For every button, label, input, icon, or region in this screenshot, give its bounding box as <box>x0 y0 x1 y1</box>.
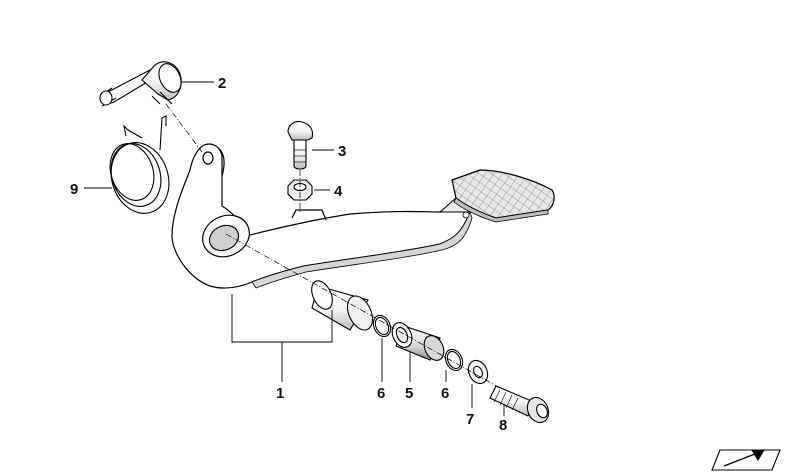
screw-part <box>489 385 550 424</box>
ring-part-a <box>372 314 392 338</box>
callout-6a-label: 6 <box>377 385 385 402</box>
spring-part <box>109 115 170 214</box>
callout-4-label: 4 <box>334 183 343 200</box>
callout-3-label: 3 <box>338 143 346 160</box>
washer-part <box>467 359 489 385</box>
callout-5-label: 5 <box>405 385 413 402</box>
callout-9-label: 9 <box>70 181 78 198</box>
assembly-axis-lines <box>165 103 501 389</box>
pin-part <box>99 61 182 107</box>
callout-leaders <box>84 81 505 416</box>
navigation-arrow-icon[interactable] <box>711 449 781 471</box>
sleeve-part <box>311 280 374 331</box>
callout-8-label: 8 <box>499 417 507 434</box>
bolt-part <box>287 120 314 170</box>
callout-1-label: 1 <box>276 385 284 402</box>
callout-labels: 1 2 3 4 5 6 6 7 8 9 <box>70 75 507 434</box>
bushing-part <box>391 322 445 361</box>
callout-6b-label: 6 <box>441 385 449 402</box>
callout-7-label: 7 <box>466 411 474 428</box>
pedal-part <box>171 143 555 289</box>
ring-part-b <box>444 348 464 372</box>
callout-2-label: 2 <box>218 75 226 92</box>
